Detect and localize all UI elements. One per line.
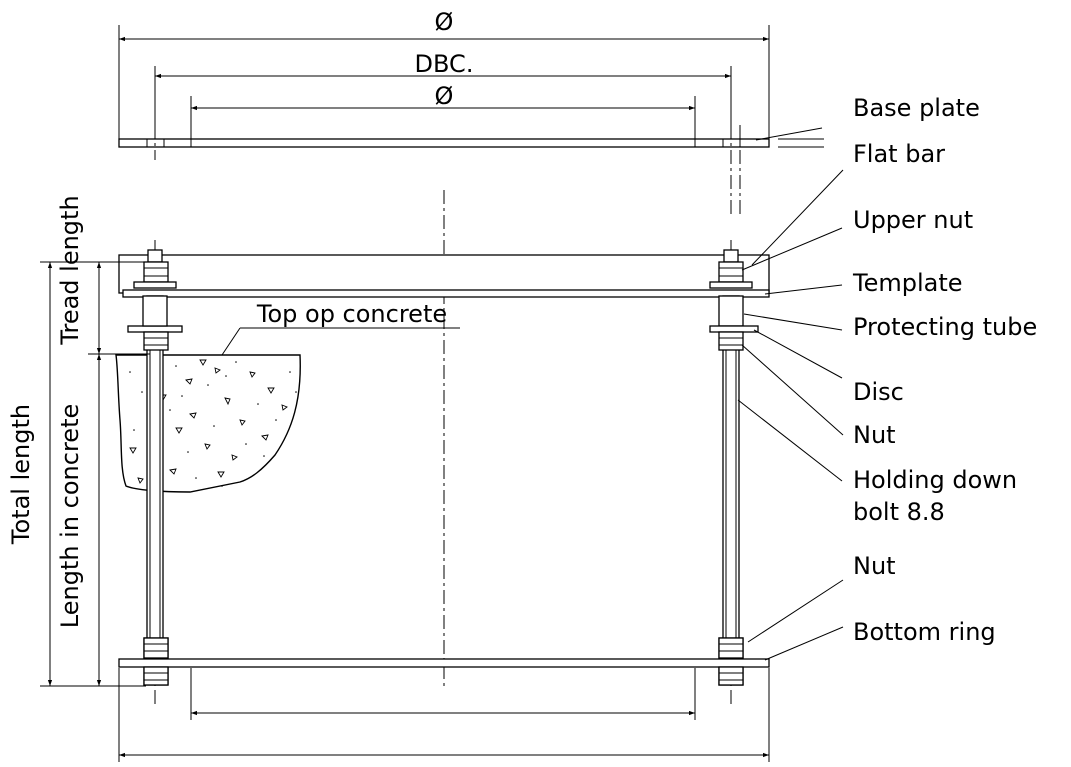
callout-protecting-tube: Protecting tube bbox=[853, 313, 1037, 341]
bottom-ring bbox=[118, 637, 770, 686]
callout-labels: Base plate Flat bar Upper nut Template P… bbox=[852, 94, 1037, 646]
callout-template: Template bbox=[852, 269, 963, 297]
tread-length-label: Tread length bbox=[56, 195, 84, 345]
length-in-concrete-label: Length in concrete bbox=[56, 404, 84, 628]
callout-upper-nut: Upper nut bbox=[853, 206, 973, 234]
bottom-dimensions bbox=[118, 668, 770, 762]
template-plate bbox=[122, 289, 770, 298]
top-of-concrete-label: Top op concrete bbox=[256, 300, 447, 328]
base-plate bbox=[118, 138, 824, 148]
top-of-concrete-callout: Top op concrete bbox=[221, 300, 460, 356]
callout-nut-upper: Nut bbox=[853, 421, 896, 449]
callout-holding-down-line2: bolt 8.8 bbox=[853, 498, 945, 526]
top-dimensions: Ø DBC. Ø bbox=[118, 8, 770, 146]
total-length-label: Total length bbox=[7, 404, 35, 545]
dbc-label: DBC. bbox=[415, 50, 474, 78]
callout-nut-lower: Nut bbox=[853, 552, 896, 580]
concrete-block bbox=[115, 354, 301, 493]
inner-diameter-label: Ø bbox=[435, 82, 454, 110]
callout-leaders bbox=[737, 127, 844, 661]
left-dimensions: Total length Tread length Length in conc… bbox=[7, 195, 150, 687]
callout-bottom-ring: Bottom ring bbox=[853, 618, 996, 646]
callout-flat-bar: Flat bar bbox=[853, 140, 945, 168]
callout-base-plate: Base plate bbox=[853, 94, 980, 122]
callout-holding-down-line1: Holding down bbox=[853, 466, 1017, 494]
callout-disc: Disc bbox=[853, 378, 904, 406]
center-lines bbox=[154, 125, 741, 705]
left-bolt-assembly bbox=[127, 249, 183, 686]
outer-diameter-label: Ø bbox=[435, 8, 454, 36]
flat-bar bbox=[118, 254, 770, 298]
